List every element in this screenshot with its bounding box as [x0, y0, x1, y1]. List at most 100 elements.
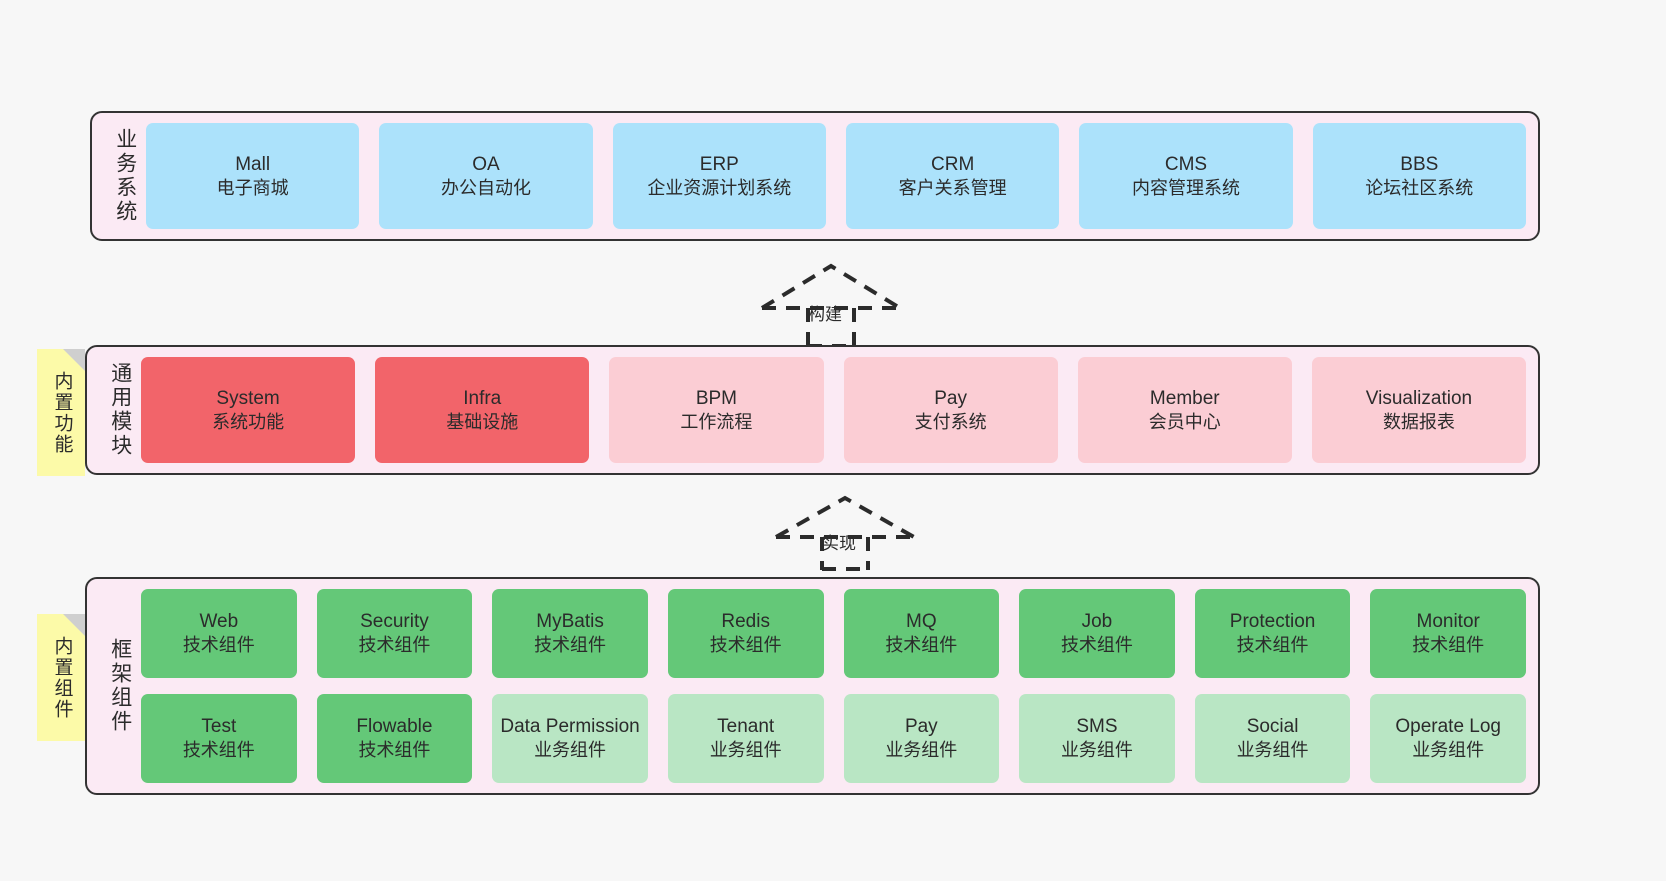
box-title-cn: 支付系统 [914, 411, 987, 432]
box-cms[interactable]: CMS 内容管理系统 [1079, 123, 1293, 229]
box-title-en: Flowable [356, 716, 433, 738]
box-title-cn: 业务组件 [1412, 740, 1485, 761]
box-protection[interactable]: Protection 技术组件 [1194, 589, 1351, 678]
box-crm[interactable]: CRM 客户关系管理 [845, 123, 1060, 229]
box-title-en: Operate Log [1395, 716, 1501, 738]
box-member[interactable]: Member 会员中心 [1077, 357, 1292, 463]
box-title-en: Protection [1229, 611, 1316, 633]
note-fold-corner-icon [63, 349, 85, 371]
box-title-en: Pay [904, 716, 938, 738]
box-title-en: Job [1081, 611, 1113, 633]
box-monitor[interactable]: Monitor 技术组件 [1370, 589, 1526, 678]
box-title-en: SMS [1076, 716, 1118, 738]
box-row-common-module: System 系统功能 Infra 基础设施 BPM 工作流程 Pay 支付系统… [141, 357, 1527, 463]
box-title-cn: 技术组件 [182, 740, 255, 761]
box-mq[interactable]: MQ 技术组件 [843, 589, 1000, 678]
box-title-cn: 业务组件 [534, 740, 607, 761]
box-title-cn: 技术组件 [358, 635, 431, 656]
box-title-cn: 企业资源计划系统 [647, 177, 792, 198]
box-title-en: Test [201, 716, 237, 738]
box-bpm[interactable]: BPM 工作流程 [609, 357, 824, 463]
box-operate-log[interactable]: Operate Log 业务组件 [1370, 694, 1526, 783]
note-label: 内置功能 [51, 370, 73, 455]
box-web[interactable]: Web 技术组件 [141, 589, 297, 678]
box-sms[interactable]: SMS 业务组件 [1019, 694, 1175, 783]
box-title-cn: 基础设施 [446, 411, 519, 432]
box-oa[interactable]: OA 办公自动化 [379, 123, 593, 229]
box-title-en: Tenant [717, 716, 775, 738]
box-job[interactable]: Job 技术组件 [1019, 589, 1175, 678]
box-title-en: MQ [906, 611, 937, 633]
box-title-en: Redis [721, 611, 770, 633]
box-title-en: Web [199, 611, 239, 633]
arrow-implement-label: 实现 [822, 534, 856, 553]
box-title-cn: 技术组件 [534, 635, 607, 656]
box-title-cn: 业务组件 [1060, 740, 1133, 761]
box-title-cn: 系统功能 [212, 411, 285, 432]
box-title-en: System [216, 387, 280, 409]
box-row-tech-components: Web 技术组件 Security 技术组件 MyBatis 技术组件 Redi… [141, 589, 1526, 678]
box-pay-component[interactable]: Pay 业务组件 [843, 694, 1000, 783]
box-infra[interactable]: Infra 基础设施 [375, 357, 590, 463]
section-business-system: 业务系统 Mall 电子商城 OA 办公自动化 ERP 企业资源计划系统 CRM… [90, 111, 1540, 241]
box-title-en: Visualization [1365, 387, 1473, 409]
box-title-cn: 技术组件 [885, 635, 958, 656]
box-flowable[interactable]: Flowable 技术组件 [316, 694, 473, 783]
box-title-en: Infra [463, 387, 502, 409]
box-social[interactable]: Social 业务组件 [1194, 694, 1351, 783]
box-title-en: Social [1246, 716, 1299, 738]
box-title-en: Mall [235, 153, 271, 175]
box-title-cn: 内容管理系统 [1131, 177, 1240, 198]
box-title-en: ERP [699, 153, 739, 175]
box-row-business-system: Mall 电子商城 OA 办公自动化 ERP 企业资源计划系统 CRM 客户关系… [146, 123, 1526, 229]
box-title-en: Security [360, 611, 429, 633]
box-title-cn: 业务组件 [1236, 740, 1309, 761]
box-system[interactable]: System 系统功能 [141, 357, 356, 463]
box-title-en: BPM [695, 387, 738, 409]
box-title-cn: 业务组件 [885, 740, 958, 761]
note-label: 内置组件 [51, 635, 73, 720]
box-title-en: Monitor [1416, 611, 1480, 633]
box-title-cn: 工作流程 [680, 411, 753, 432]
box-title-cn: 技术组件 [1060, 635, 1133, 656]
box-bbs[interactable]: BBS 论坛社区系统 [1312, 123, 1526, 229]
box-title-cn: 技术组件 [1236, 635, 1309, 656]
box-title-cn: 客户关系管理 [898, 177, 1007, 198]
box-title-en: CRM [931, 153, 975, 175]
box-mall[interactable]: Mall 电子商城 [146, 123, 360, 229]
box-data-permission[interactable]: Data Permission 业务组件 [492, 694, 648, 783]
box-security[interactable]: Security 技术组件 [316, 589, 473, 678]
box-title-en: MyBatis [536, 611, 604, 633]
note-builtin-component: 内置组件 [37, 614, 85, 741]
box-title-en: CMS [1164, 153, 1208, 175]
box-tenant[interactable]: Tenant 业务组件 [667, 694, 824, 783]
box-title-cn: 办公自动化 [440, 177, 531, 198]
box-mybatis[interactable]: MyBatis 技术组件 [492, 589, 648, 678]
box-title-cn: 技术组件 [1412, 635, 1485, 656]
section-label-framework-component: 框架组件 [108, 638, 132, 734]
box-title-cn: 技术组件 [182, 635, 255, 656]
arrow-build-label: 构建 [808, 305, 842, 324]
note-builtin-function: 内置功能 [37, 349, 85, 476]
box-title-cn: 数据报表 [1382, 411, 1455, 432]
arrow-build: 构建 [756, 256, 906, 348]
box-grid-framework-component: Web 技术组件 Security 技术组件 MyBatis 技术组件 Redi… [141, 589, 1526, 783]
box-test[interactable]: Test 技术组件 [141, 694, 297, 783]
box-title-cn: 会员中心 [1148, 411, 1221, 432]
section-framework-component: 框架组件 Web 技术组件 Security 技术组件 MyBatis 技术组件… [85, 577, 1540, 795]
box-pay-module[interactable]: Pay 支付系统 [843, 357, 1058, 463]
section-label-common-module: 通用模块 [108, 362, 132, 458]
arrow-implement-glyph [775, 495, 915, 571]
section-common-module: 通用模块 System 系统功能 Infra 基础设施 BPM 工作流程 Pay… [85, 345, 1540, 475]
box-title-en: Pay [934, 387, 967, 409]
box-redis[interactable]: Redis 技术组件 [667, 589, 824, 678]
box-title-en: OA [472, 153, 500, 175]
box-title-cn: 技术组件 [358, 740, 431, 761]
box-erp[interactable]: ERP 企业资源计划系统 [612, 123, 826, 229]
box-title-cn: 电子商城 [216, 177, 289, 198]
box-visualization[interactable]: Visualization 数据报表 [1311, 357, 1527, 463]
box-title-cn: 业务组件 [709, 740, 782, 761]
box-title-en: Member [1149, 387, 1220, 409]
box-row-business-components: Test 技术组件 Flowable 技术组件 Data Permission … [141, 694, 1526, 783]
